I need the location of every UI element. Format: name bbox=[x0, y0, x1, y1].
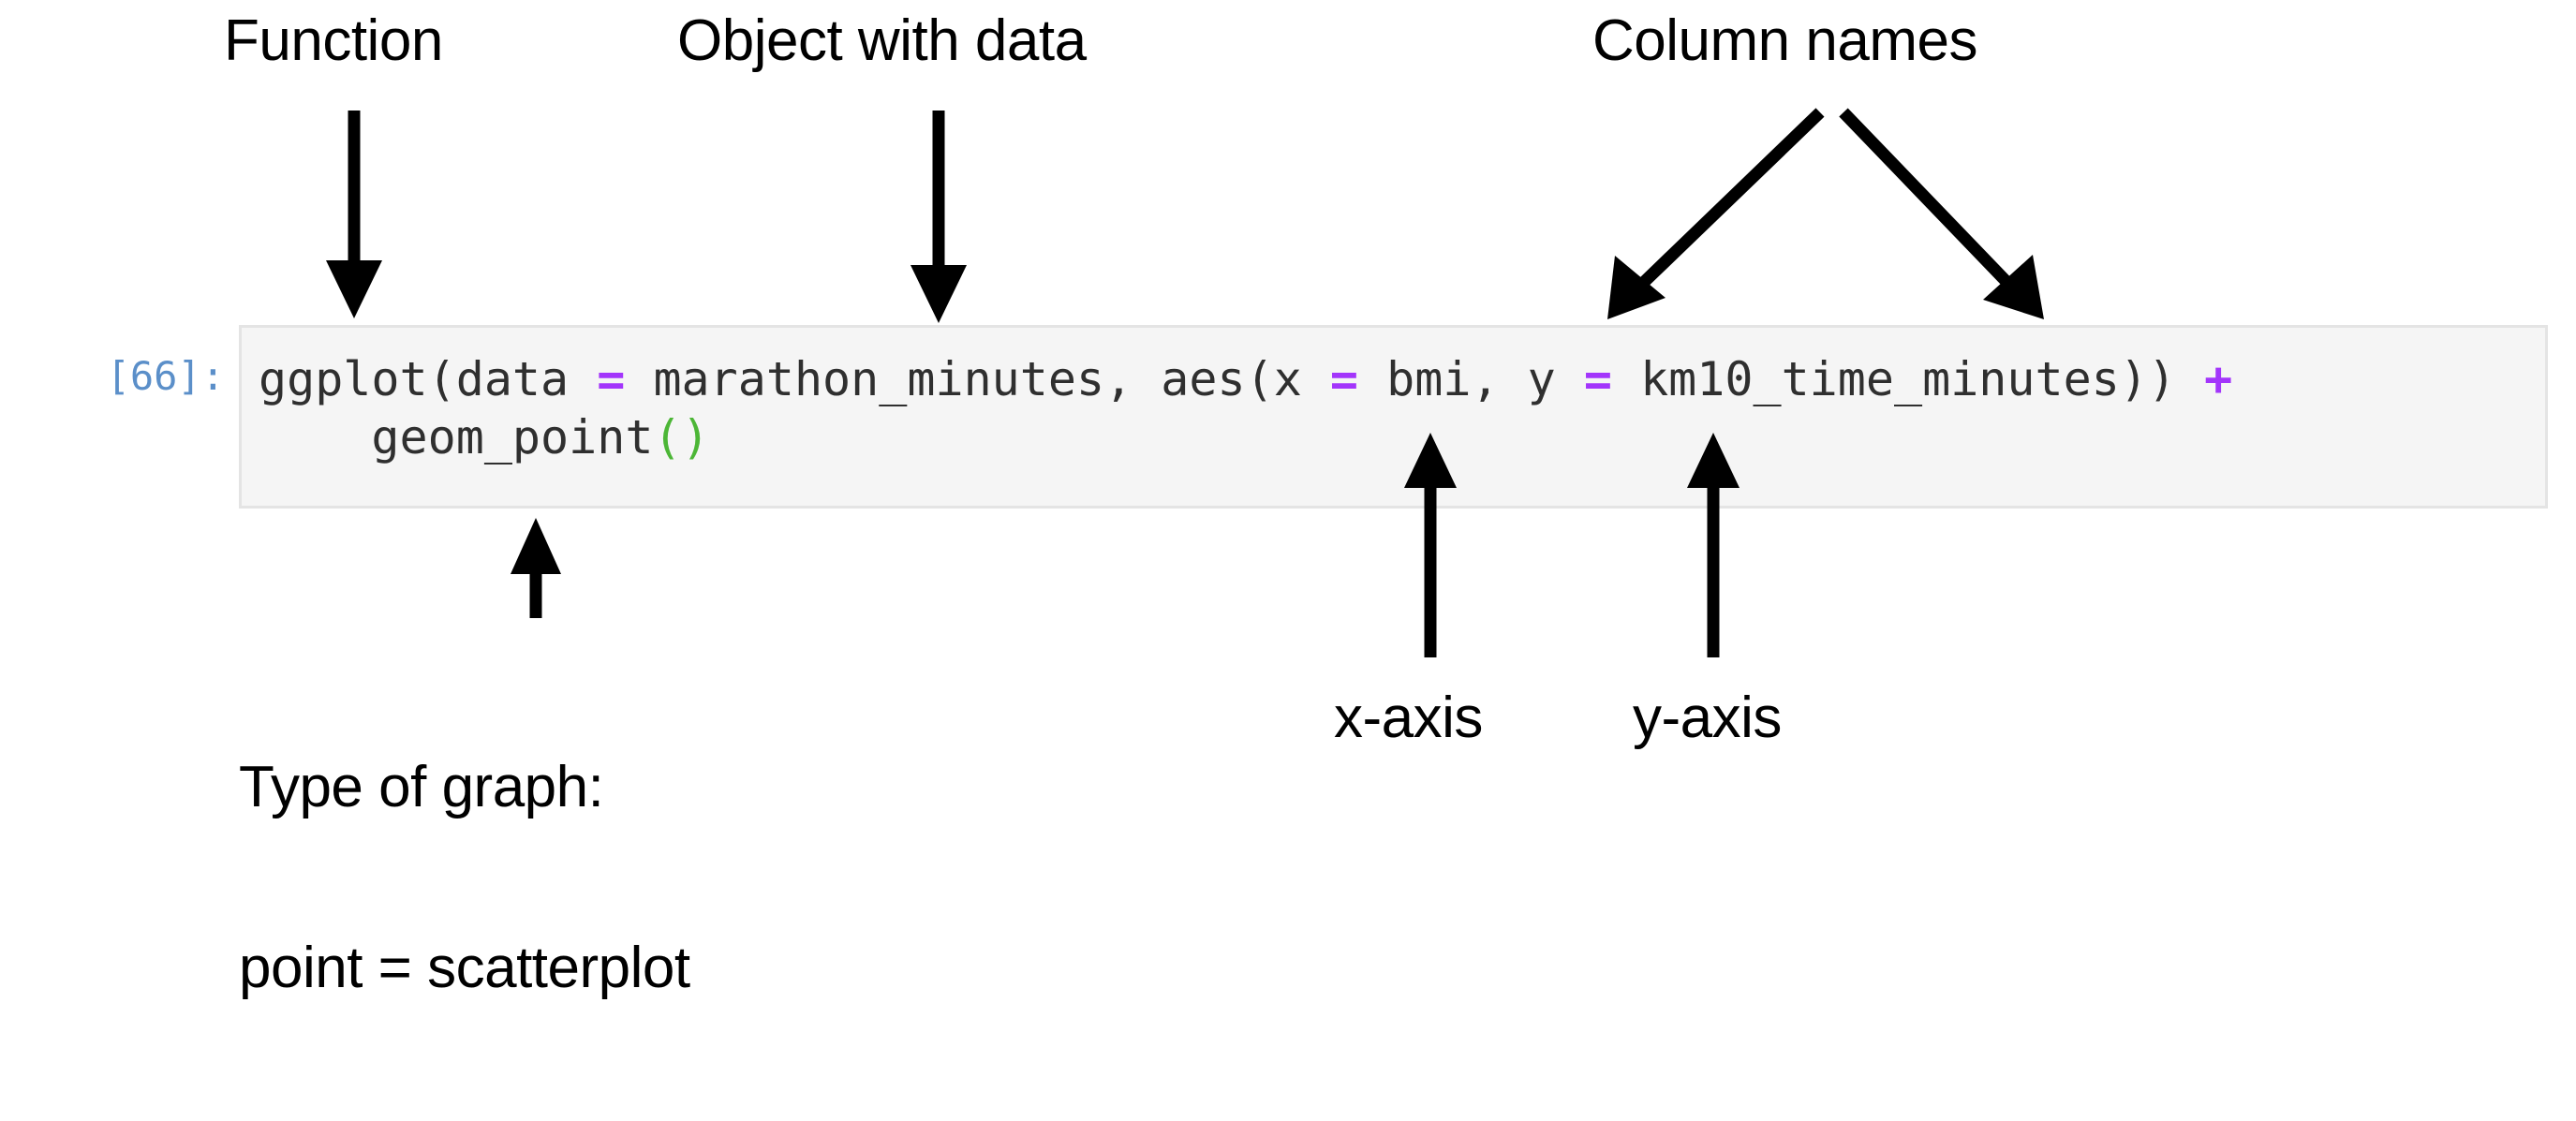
code-token-data-and-aes: marathon_minutes, aes(x bbox=[625, 352, 1330, 406]
annotation-label-object-with-data: Object with data bbox=[677, 8, 1087, 73]
annotation-label-type-of-graph-line1: Type of graph: bbox=[239, 754, 604, 819]
annotated-code-figure: Function Object with data Column names T… bbox=[56, 8, 2548, 998]
code-token-equals-1: = bbox=[597, 352, 626, 406]
code-editor-box[interactable]: ggplot(data = marathon_minutes, aes(x = … bbox=[239, 325, 2548, 509]
arrow-column-names-right bbox=[1839, 108, 2044, 319]
arrow-object-with-data-down bbox=[910, 111, 967, 323]
annotation-label-column-names: Column names bbox=[1592, 8, 1977, 73]
code-token-equals-2: = bbox=[1329, 352, 1359, 406]
code-line-2: geom_point() bbox=[259, 408, 2545, 466]
annotation-label-x-axis: x-axis bbox=[1334, 686, 1483, 750]
arrow-type-of-graph-up bbox=[511, 518, 561, 618]
arrow-function-down bbox=[326, 111, 382, 318]
code-token-equals-3: = bbox=[1583, 352, 1612, 406]
code-token-plus-operator: + bbox=[2204, 352, 2233, 406]
annotation-label-function: Function bbox=[224, 8, 443, 73]
notebook-input-cell: [66]: ggplot(data = marathon_minutes, ae… bbox=[56, 325, 2548, 509]
code-token-km10-close: km10_time_minutes)) bbox=[1611, 352, 2205, 406]
code-token-geom-point-parens: () bbox=[653, 410, 710, 465]
code-token-geom-point: geom_point bbox=[259, 410, 654, 465]
arrow-column-names-left bbox=[1607, 108, 1825, 319]
annotation-label-type-of-graph: Type of graph: point = scatterplot bbox=[239, 637, 690, 1120]
cell-prompt-label: [66]: bbox=[106, 353, 225, 399]
annotation-label-y-axis: y-axis bbox=[1633, 686, 1782, 750]
code-token-ggplot-open: ggplot(data bbox=[259, 352, 598, 406]
annotation-label-type-of-graph-line2: point = scatterplot bbox=[239, 936, 690, 1001]
code-line-1: ggplot(data = marathon_minutes, aes(x = … bbox=[259, 350, 2545, 408]
code-token-bmi-and-y: bmi, y bbox=[1358, 352, 1584, 406]
